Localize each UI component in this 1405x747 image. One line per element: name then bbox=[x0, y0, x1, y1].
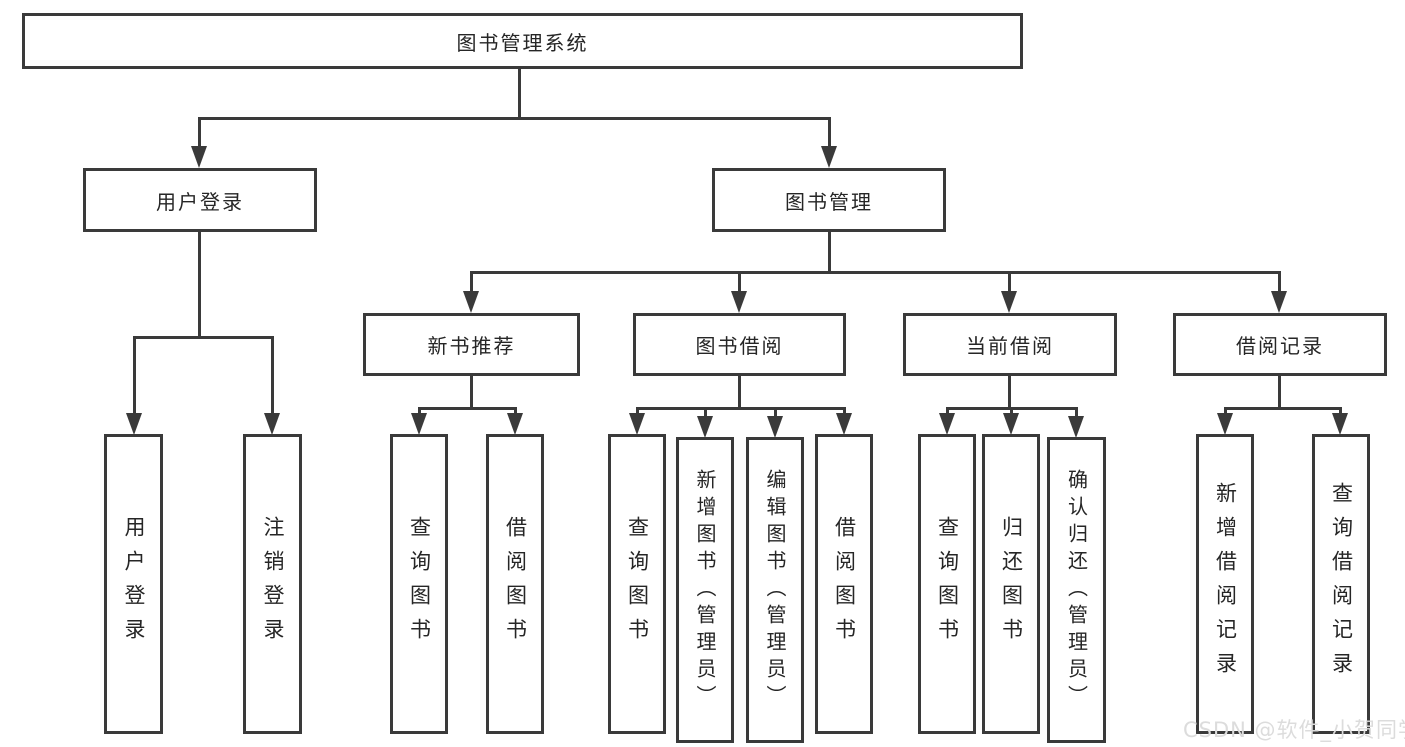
connector-vline bbox=[271, 336, 274, 416]
leaf-return-book: 归还图书 bbox=[982, 434, 1040, 734]
leaf-edit-book-admin-label: 编辑图书（管理员） bbox=[763, 468, 787, 712]
leaf-user-login-label: 用户登录 bbox=[122, 516, 146, 652]
connector-vline bbox=[1075, 407, 1078, 419]
leaf-add-borrow-record-label: 新增借阅记录 bbox=[1213, 482, 1238, 686]
connector-arrowhead bbox=[836, 413, 852, 435]
connector-vline bbox=[1224, 407, 1227, 416]
connector-arrowhead bbox=[697, 416, 713, 438]
leaf-borrow-book-2: 借阅图书 bbox=[815, 434, 873, 734]
connector-hline bbox=[636, 407, 845, 410]
leaf-confirm-return-admin: 确认归还（管理员） bbox=[1047, 437, 1106, 743]
connector-vline bbox=[946, 407, 949, 416]
leaf-borrow-book-2-label: 借阅图书 bbox=[832, 516, 857, 652]
connector-vline bbox=[470, 271, 473, 293]
leaf-query-book-3-label: 查询图书 bbox=[935, 516, 960, 652]
node-borrow-record: 借阅记录 bbox=[1173, 313, 1387, 376]
leaf-edit-book-admin: 编辑图书（管理员） bbox=[746, 437, 804, 743]
connector-vline bbox=[828, 117, 831, 149]
node-current-borrow: 当前借阅 bbox=[903, 313, 1117, 376]
connector-vline bbox=[198, 117, 201, 149]
leaf-query-book-3: 查询图书 bbox=[918, 434, 976, 734]
connector-arrowhead bbox=[411, 413, 427, 435]
connector-arrowhead bbox=[463, 291, 479, 313]
connector-vline bbox=[704, 407, 707, 419]
connector-vline bbox=[198, 232, 201, 336]
connector-vline bbox=[636, 407, 639, 416]
leaf-logout: 注销登录 bbox=[243, 434, 302, 734]
connector-arrowhead bbox=[821, 146, 837, 168]
connector-arrowhead bbox=[191, 146, 207, 168]
leaf-borrow-book-1-label: 借阅图书 bbox=[503, 516, 528, 652]
leaf-add-book-admin-label: 新增图书（管理员） bbox=[693, 468, 717, 712]
connector-arrowhead bbox=[1217, 413, 1233, 435]
connector-arrowhead bbox=[629, 413, 645, 435]
connector-vline bbox=[843, 407, 846, 416]
node-new-book-recommend: 新书推荐 bbox=[363, 313, 580, 376]
connector-arrowhead bbox=[1001, 291, 1017, 313]
connector-hline bbox=[1224, 407, 1342, 410]
connector-hline bbox=[133, 336, 274, 339]
leaf-add-borrow-record: 新增借阅记录 bbox=[1196, 434, 1254, 734]
connector-arrowhead bbox=[507, 413, 523, 435]
connector-vline bbox=[1278, 376, 1281, 407]
node-root-label: 图书管理系统 bbox=[456, 30, 589, 55]
node-book-borrow-label: 图书借阅 bbox=[695, 334, 784, 358]
connector-arrowhead bbox=[767, 416, 783, 438]
csdn-watermark: CSDN @软件_小贺同学 bbox=[1183, 718, 1405, 742]
leaf-query-borrow-record-label: 查询借阅记录 bbox=[1329, 482, 1354, 686]
node-root: 图书管理系统 bbox=[22, 13, 1023, 69]
node-book-management-label: 图书管理 bbox=[785, 189, 873, 214]
leaf-borrow-book-1: 借阅图书 bbox=[486, 434, 544, 734]
leaf-query-book-1-label: 查询图书 bbox=[407, 516, 432, 652]
node-book-borrow: 图书借阅 bbox=[633, 313, 846, 376]
connector-hline bbox=[198, 117, 831, 120]
connector-vline bbox=[1010, 407, 1013, 416]
leaf-query-book-1: 查询图书 bbox=[390, 434, 448, 734]
leaf-logout-label: 注销登录 bbox=[261, 516, 285, 652]
connector-arrowhead bbox=[1271, 291, 1287, 313]
connector-vline bbox=[514, 407, 517, 416]
connector-vline bbox=[738, 271, 741, 293]
connector-vline bbox=[418, 407, 421, 416]
connector-vline bbox=[738, 376, 741, 407]
leaf-return-book-label: 归还图书 bbox=[999, 516, 1024, 652]
connector-vline bbox=[1008, 271, 1011, 293]
node-book-management: 图书管理 bbox=[712, 168, 946, 232]
leaf-query-book-2: 查询图书 bbox=[608, 434, 666, 734]
connector-arrowhead bbox=[1332, 413, 1348, 435]
connector-vline bbox=[828, 232, 831, 271]
node-new-book-recommend-label: 新书推荐 bbox=[427, 334, 516, 358]
node-user-login-label: 用户登录 bbox=[156, 189, 244, 214]
leaf-query-book-2-label: 查询图书 bbox=[625, 516, 650, 652]
connector-arrowhead bbox=[1068, 416, 1084, 438]
connector-arrowhead bbox=[126, 413, 142, 435]
connector-vline bbox=[133, 336, 136, 416]
connector-arrowhead bbox=[731, 291, 747, 313]
leaf-add-book-admin: 新增图书（管理员） bbox=[676, 437, 734, 743]
connector-vline bbox=[1008, 376, 1011, 407]
node-borrow-record-label: 借阅记录 bbox=[1236, 334, 1324, 358]
connector-vline bbox=[1339, 407, 1342, 416]
connector-vline bbox=[470, 376, 473, 407]
node-user-login: 用户登录 bbox=[83, 168, 317, 232]
connector-arrowhead bbox=[939, 413, 955, 435]
connector-vline bbox=[518, 69, 521, 117]
connector-arrowhead bbox=[1003, 413, 1019, 435]
leaf-query-borrow-record: 查询借阅记录 bbox=[1312, 434, 1370, 734]
connector-hline bbox=[470, 271, 1281, 274]
leaf-user-login: 用户登录 bbox=[104, 434, 163, 734]
node-current-borrow-label: 当前借阅 bbox=[966, 334, 1054, 358]
connector-hline bbox=[418, 407, 517, 410]
leaf-confirm-return-admin-label: 确认归还（管理员） bbox=[1064, 468, 1089, 712]
connector-vline bbox=[1278, 271, 1281, 293]
connector-vline bbox=[774, 407, 777, 419]
connector-arrowhead bbox=[264, 413, 280, 435]
